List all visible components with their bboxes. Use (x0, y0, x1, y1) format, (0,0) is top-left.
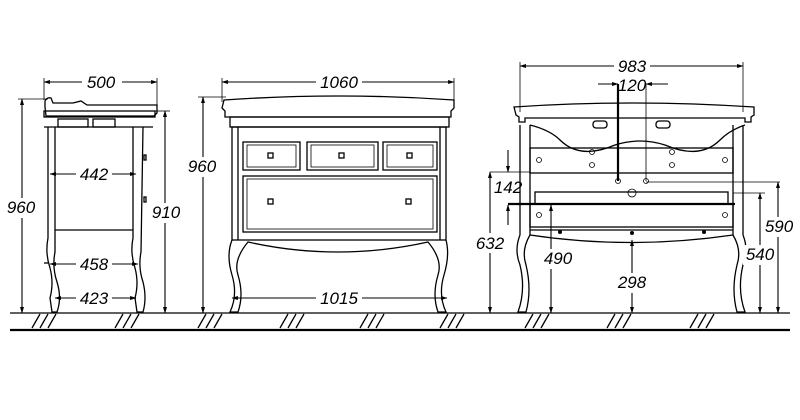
dim-side-910: 910 (152, 203, 181, 222)
dimension-labels: 500 442 458 423 960 910 1060 960 1015 98… (2, 57, 797, 308)
dim-front-1060: 1060 (320, 73, 358, 92)
dim-side-960: 960 (7, 198, 36, 217)
front-dimensions (198, 78, 455, 314)
dim-side-458: 458 (80, 255, 109, 274)
side-view (43, 97, 158, 313)
dim-back-590: 590 (765, 217, 794, 236)
front-view (221, 95, 455, 313)
dim-side-442: 442 (80, 165, 109, 184)
dim-back-540: 540 (746, 245, 775, 264)
dim-front-1015: 1015 (320, 289, 358, 308)
dim-back-298: 298 (617, 273, 647, 292)
dim-back-632: 632 (476, 234, 505, 253)
side-dimensions (18, 78, 170, 314)
dim-back-983: 983 (618, 57, 647, 76)
dim-back-490: 490 (544, 249, 573, 268)
ground-line (10, 312, 790, 332)
dim-side-423: 423 (80, 289, 109, 308)
dim-side-500: 500 (87, 73, 116, 92)
dim-back-142: 142 (494, 178, 523, 197)
dim-back-120: 120 (618, 76, 647, 95)
dim-front-960: 960 (188, 157, 217, 176)
